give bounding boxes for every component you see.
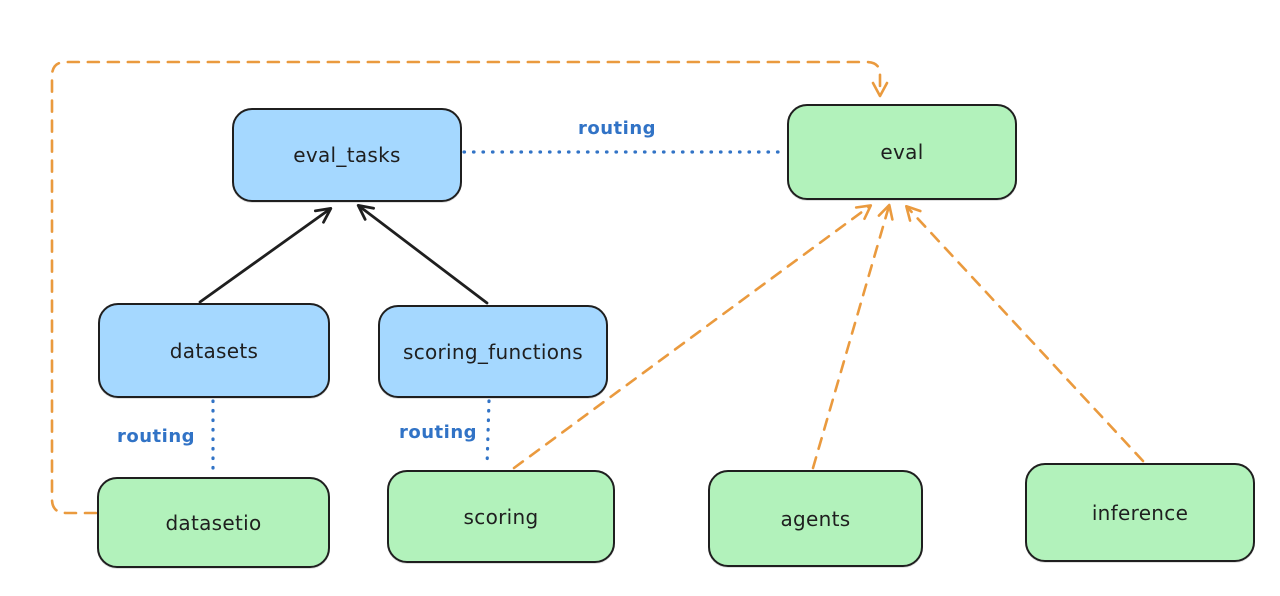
node-agents: agents <box>708 470 923 567</box>
node-inference-label: inference <box>1091 500 1189 525</box>
edge-label-routing-middle: routing <box>398 422 478 443</box>
node-datasetio-label: datasetio <box>165 510 262 535</box>
edge-inference-to-eval <box>905 204 1145 463</box>
edge-label-routing-left: routing <box>116 426 196 447</box>
edge-scoring-functions-to-scoring-routing <box>485 399 491 469</box>
edge-datasets-to-eval-tasks <box>198 207 333 304</box>
node-scoring-functions: scoring_functions <box>378 305 608 398</box>
edge-scoring-functions-to-eval-tasks <box>356 203 489 305</box>
node-inference: inference <box>1025 463 1255 562</box>
edge-label-routing-top: routing <box>577 118 657 139</box>
edge-datasetio-to-eval <box>50 60 889 515</box>
node-scoring-functions-label: scoring_functions <box>402 339 584 364</box>
node-scoring: scoring <box>387 470 615 563</box>
node-scoring-label: scoring <box>463 504 539 529</box>
node-datasetio: datasetio <box>97 477 330 568</box>
node-eval-tasks-label: eval_tasks <box>293 143 401 167</box>
node-eval-tasks: eval_tasks <box>232 108 462 202</box>
node-datasets: datasets <box>98 303 330 398</box>
node-agents-label: agents <box>780 506 851 531</box>
node-eval: eval <box>787 104 1017 200</box>
node-eval-label: eval <box>880 140 924 164</box>
edge-scoring-to-eval <box>512 204 873 470</box>
edge-agents-to-eval <box>811 203 894 470</box>
node-datasets-label: datasets <box>169 338 259 363</box>
